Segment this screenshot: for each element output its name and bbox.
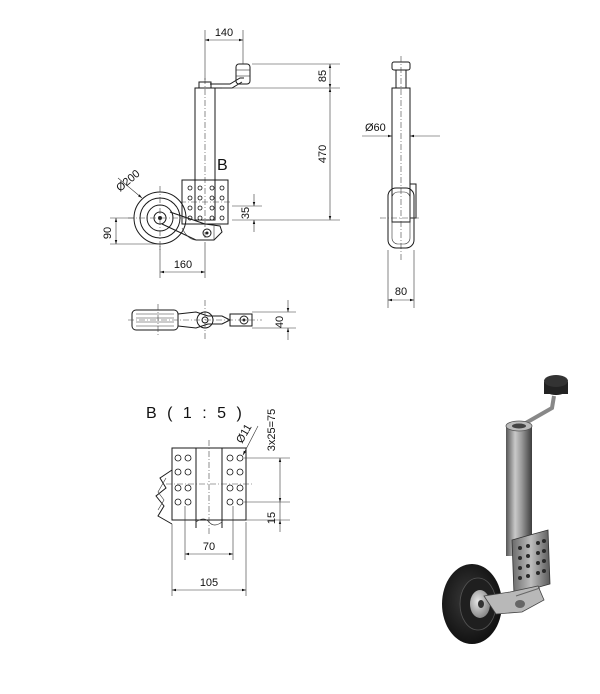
detail-holes	[174, 454, 244, 506]
dim-wheel-diameter: Ø200	[114, 168, 142, 194]
dim-handle-offset: 140	[215, 27, 233, 39]
dim-hole-pitch: 3x25=75	[266, 409, 278, 452]
render-tube	[506, 426, 532, 556]
side-view	[128, 63, 251, 250]
dim-hole-diameter: Ø11	[234, 422, 254, 445]
side-view-dimensions: 140 85 470 B Ø200 35 90 160	[102, 27, 340, 278]
dim-wheel-axis: 90	[102, 227, 114, 239]
front-view	[380, 56, 420, 260]
detail-marker-b: B	[217, 157, 228, 174]
mounting-plate-holes	[187, 185, 225, 221]
dim-plate-offset: 35	[240, 207, 252, 219]
dim-wheel-width: 80	[395, 286, 407, 298]
top-view-dimensions: 40	[252, 300, 296, 340]
top-view	[128, 300, 262, 340]
crank-knob	[235, 63, 251, 85]
dim-inner-width: 70	[203, 541, 215, 553]
detail-break-line	[155, 469, 173, 525]
dim-wheel-reach: 160	[174, 259, 192, 271]
dim-outer-width: 105	[200, 577, 218, 589]
detail-view: B ( 1 : 5 ) Ø11	[146, 405, 259, 534]
detail-dimensions: 3x25=75 15 70 105	[171, 409, 290, 596]
dim-top: 85	[317, 70, 329, 82]
product-render	[442, 375, 568, 644]
crank-arm	[210, 77, 244, 85]
dim-tube-diameter: Ø60	[365, 122, 386, 134]
front-view-dimensions: Ø60 80	[362, 122, 440, 308]
dim-top-width: 40	[274, 316, 286, 328]
dim-edge: 15	[266, 512, 278, 524]
render-wheel-fork	[483, 585, 545, 615]
dim-height: 470	[317, 145, 329, 163]
detail-title: B ( 1 : 5 )	[146, 405, 245, 422]
render-plate-holes	[518, 539, 546, 580]
